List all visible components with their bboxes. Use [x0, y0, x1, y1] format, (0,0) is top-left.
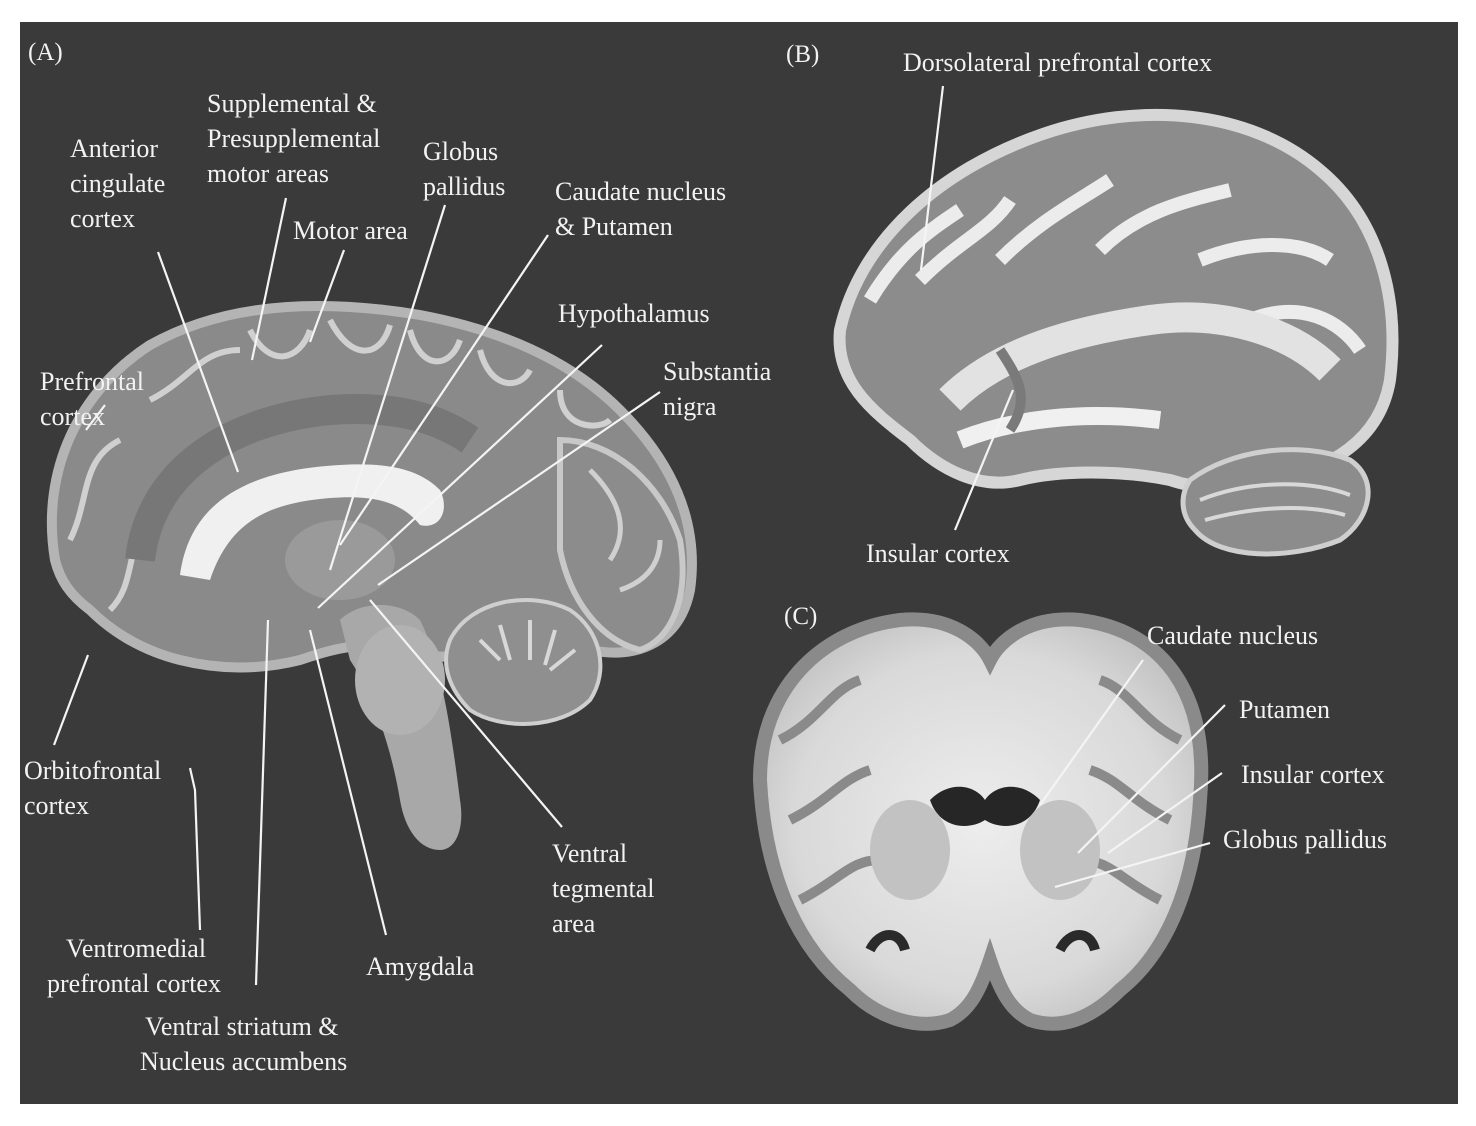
leader-anterior-cingulate: [156, 251, 240, 473]
svg-text:Insular cortex: Insular cortex: [866, 539, 1010, 568]
svg-text:Ventromedial: Ventromedial: [66, 934, 206, 963]
svg-text:prefrontal cortex: prefrontal cortex: [47, 969, 221, 998]
label-globus-pallidus-a: Globus pallidus: [423, 137, 505, 201]
sagittal-brain-image: [46, 301, 697, 850]
svg-text:cortex: cortex: [70, 204, 135, 233]
label-dorsolateral-prefrontal: Dorsolateral prefrontal cortex: [903, 48, 1212, 77]
leader-caudate-putamen: [339, 234, 549, 546]
svg-text:Substantia: Substantia: [663, 357, 772, 386]
leader-ventral-tegmental: [369, 599, 563, 828]
label-orbitofrontal-cortex: Orbitofrontal cortex: [24, 756, 161, 820]
svg-text:Presupplemental: Presupplemental: [207, 124, 380, 153]
leader-hypothalamus: [317, 344, 603, 609]
leader-insular-b: [953, 389, 1015, 531]
label-putamen-c: Putamen: [1239, 695, 1330, 724]
svg-text:Ventral striatum &: Ventral striatum &: [145, 1012, 339, 1041]
label-amygdala: Amygdala: [366, 952, 475, 981]
leader-supplemental: [250, 197, 288, 361]
svg-text:motor areas: motor areas: [207, 159, 329, 188]
svg-text:Globus pallidus: Globus pallidus: [1223, 825, 1387, 854]
svg-text:cingulate: cingulate: [70, 169, 165, 198]
svg-text:Motor area: Motor area: [293, 216, 408, 245]
label-ventral-striatum: Ventral striatum & Nucleus accumbens: [140, 1012, 347, 1076]
label-motor-area: Motor area: [293, 216, 408, 245]
panel-label-a: (A): [28, 39, 63, 66]
svg-text:Orbitofrontal: Orbitofrontal: [24, 756, 161, 785]
svg-text:& Putamen: & Putamen: [555, 212, 673, 241]
leader-insular-c: [1107, 772, 1223, 854]
svg-text:Putamen: Putamen: [1239, 695, 1330, 724]
svg-text:Dorsolateral prefrontal cortex: Dorsolateral prefrontal cortex: [903, 48, 1212, 77]
svg-text:Prefrontal: Prefrontal: [40, 367, 144, 396]
svg-text:tegmental: tegmental: [552, 874, 655, 903]
svg-text:cortex: cortex: [40, 402, 105, 431]
svg-text:Supplemental &: Supplemental &: [207, 89, 377, 118]
label-prefrontal-cortex: Prefrontal cortex: [40, 367, 144, 431]
coronal-brain-image: [752, 612, 1209, 1031]
leader-amygdala: [308, 629, 388, 936]
label-anterior-cingulate: Anterior cingulate cortex: [70, 134, 165, 233]
svg-text:nigra: nigra: [663, 392, 717, 421]
leader-orbitofrontal: [52, 654, 90, 746]
leader-prefrontal: [85, 404, 106, 431]
svg-text:Anterior: Anterior: [70, 134, 158, 163]
leader-dlpfc: [919, 85, 945, 271]
leader-globus-pallidus: [328, 204, 447, 571]
leader-ventromedial: [188, 767, 202, 931]
leader-ventral-striatum: [254, 619, 270, 986]
label-substantia-nigra: Substantia nigra: [663, 357, 772, 421]
label-insular-cortex-b: Insular cortex: [866, 539, 1010, 568]
label-ventromedial-prefrontal: Ventromedial prefrontal cortex: [47, 934, 221, 998]
lateral-brain-image: [833, 108, 1399, 557]
label-supplemental-motor: Supplemental & Presupplemental motor are…: [207, 89, 380, 188]
svg-text:Amygdala: Amygdala: [366, 952, 475, 981]
leader-globus-pallidus-c: [1054, 841, 1211, 889]
label-ventral-tegmental-area: Ventral tegmental area: [552, 839, 655, 938]
panel-label-b: (B): [786, 41, 819, 68]
label-insular-cortex-c: Insular cortex: [1241, 760, 1385, 789]
leader-lines: [52, 85, 1226, 986]
leader-caudate-c: [1039, 659, 1144, 806]
svg-text:Hypothalamus: Hypothalamus: [558, 299, 710, 328]
leader-substantia-nigra: [377, 391, 661, 586]
label-globus-pallidus-c: Globus pallidus: [1223, 825, 1387, 854]
label-caudate-nucleus-c: Caudate nucleus: [1147, 621, 1318, 650]
leader-motor-area: [308, 249, 346, 343]
svg-text:Ventral: Ventral: [552, 839, 627, 868]
panel-label-c: (C): [784, 603, 817, 630]
svg-text:Insular cortex: Insular cortex: [1241, 760, 1385, 789]
svg-text:Caudate nucleus: Caudate nucleus: [555, 177, 726, 206]
svg-text:Nucleus accumbens: Nucleus accumbens: [140, 1047, 347, 1076]
svg-text:cortex: cortex: [24, 791, 89, 820]
svg-text:Globus: Globus: [423, 137, 498, 166]
svg-text:pallidus: pallidus: [423, 172, 505, 201]
label-caudate-putamen: Caudate nucleus & Putamen: [555, 177, 726, 241]
svg-text:Caudate nucleus: Caudate nucleus: [1147, 621, 1318, 650]
leader-putamen-c: [1077, 704, 1226, 854]
label-hypothalamus: Hypothalamus: [558, 299, 710, 328]
svg-text:area: area: [552, 909, 596, 938]
